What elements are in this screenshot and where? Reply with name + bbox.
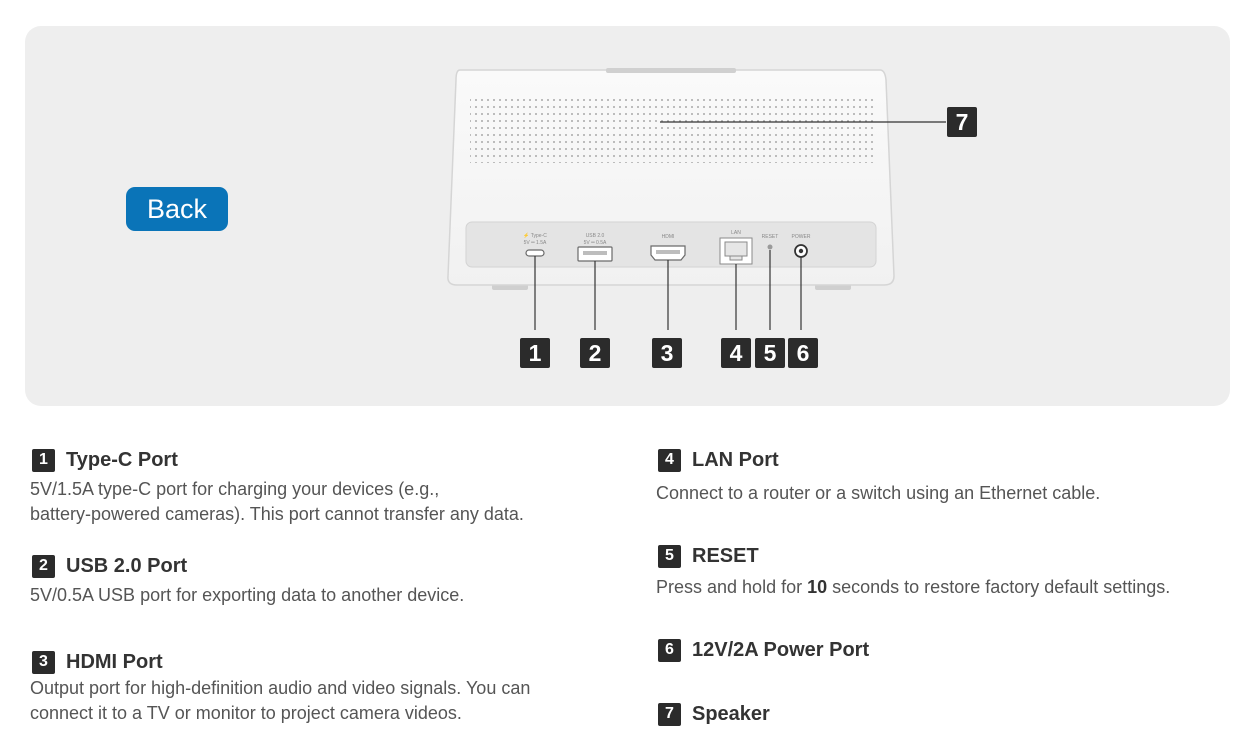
item-speaker: 7 Speaker: [658, 701, 1243, 727]
item-description-line: 5V/0.5A USB port for exporting data to a…: [30, 585, 465, 605]
item-title: Speaker: [692, 702, 770, 725]
item-number-badge: 7: [658, 702, 681, 726]
callout-5: 5: [755, 338, 785, 368]
item-title: Type-C Port: [66, 448, 178, 471]
item-number-badge: 1: [32, 448, 55, 472]
item-number-badge: 6: [658, 638, 681, 662]
item-description-line: Output port for high-definition audio an…: [30, 678, 531, 698]
item-title: 12V/2A Power Port: [692, 638, 870, 661]
item-description-line: battery-powered cameras). This port cann…: [30, 504, 524, 524]
item-usb: 2 USB 2.0 Port 5V/0.5A USB port for expo…: [30, 553, 632, 608]
item-title: RESET: [692, 544, 759, 567]
callout-1: 1: [520, 338, 550, 368]
callout-7: 7: [947, 107, 977, 137]
item-number-badge: 4: [658, 448, 681, 472]
item-description-line: 5V/1.5A type-C port for charging your de…: [30, 479, 440, 499]
item-description-line: connect it to a TV or monitor to project…: [30, 703, 462, 723]
item-title: USB 2.0 Port: [66, 554, 188, 577]
item-power: 6 12V/2A Power Port: [658, 637, 1243, 663]
item-description-line: Connect to a router or a switch using an…: [656, 483, 1101, 503]
item-title: LAN Port: [692, 448, 779, 471]
callout-2: 2: [580, 338, 610, 368]
item-type-c: 1 Type-C Port 5V/1.5A type-C port for ch…: [30, 447, 632, 527]
item-number-badge: 5: [658, 544, 681, 568]
item-lan: 4 LAN Port Connect to a router or a swit…: [656, 447, 1243, 506]
callout-3: 3: [652, 338, 682, 368]
item-description-line: Press and hold for 10 seconds to restore…: [656, 577, 1171, 597]
back-button[interactable]: Back: [126, 187, 228, 231]
item-number-badge: 2: [32, 554, 55, 578]
item-title: HDMI Port: [66, 650, 163, 673]
item-reset: 5 RESET Press and hold for 10 seconds to…: [656, 543, 1243, 600]
item-number-badge: 3: [32, 650, 55, 674]
item-hdmi: 3 HDMI Port Output port for high-definit…: [30, 649, 632, 726]
callout-4: 4: [721, 338, 751, 368]
callout-6: 6: [788, 338, 818, 368]
